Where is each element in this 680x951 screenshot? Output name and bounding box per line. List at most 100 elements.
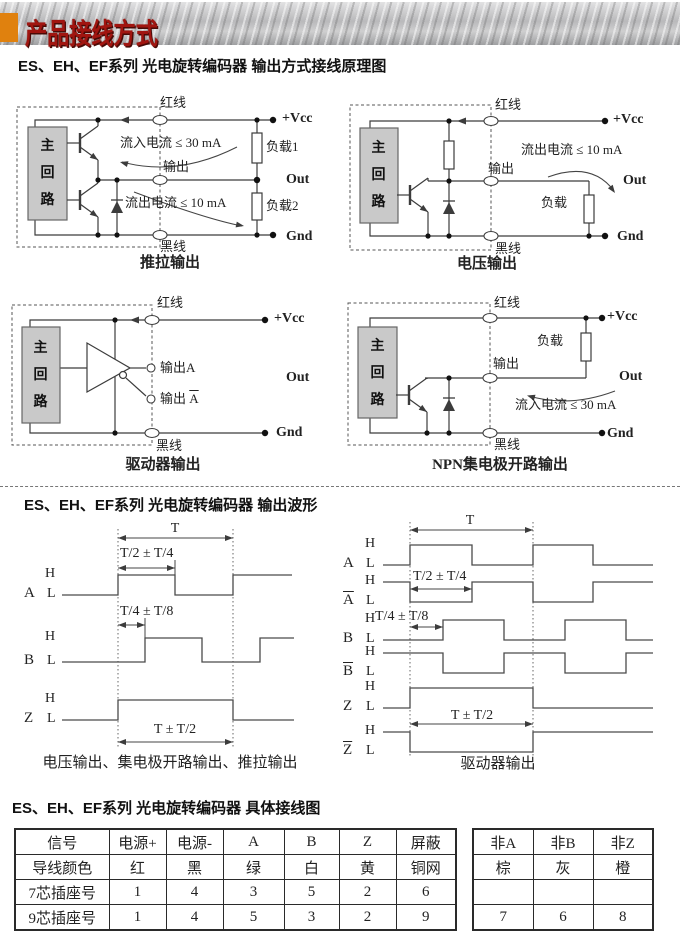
cell-7pin-empty-z [592, 879, 654, 905]
label-out: Out [623, 173, 647, 188]
label-out: Out [286, 172, 310, 187]
channel-a: A [343, 555, 354, 571]
label-main-circuit: 主回路 [40, 139, 55, 208]
cell-9pin-8: 8 [592, 904, 654, 931]
circuit-push-pull-drawing [16, 106, 277, 248]
cell-7pin-header: 7芯插座号 [14, 879, 110, 905]
label-main-circuit: 主回路 [33, 341, 48, 410]
channel-a-bar: A [343, 592, 354, 608]
channel-z: Z [24, 710, 34, 726]
cell-color-gray: 灰 [532, 854, 594, 880]
waveform-differential: T T/2 ± T/4 T/4 ± T/8 T ± T/2 H L A H L … [335, 512, 680, 774]
label-high: H [365, 611, 376, 626]
channel-z: Z [343, 698, 353, 714]
table-row-7pin: 7芯插座号 1 4 3 5 2 6 [14, 879, 457, 905]
banner-accent-block [0, 13, 18, 42]
page-banner: 产品接线方式 [0, 2, 680, 50]
table-row-7pin [472, 879, 654, 905]
label-gnd: Gnd [607, 426, 634, 441]
cell-color-header: 导线颜色 [14, 854, 110, 880]
label-black-wire: 黑线 [160, 239, 187, 254]
section-title-principle: ES、EH、EF系列 光电旋转编码器 输出方式接线原理图 [18, 58, 387, 75]
cell-7pin-empty-a [472, 879, 534, 905]
table-row-signal: 非A 非B 非Z [472, 828, 654, 855]
label-load2: 负载2 [266, 198, 299, 213]
channel-a: A [24, 585, 35, 601]
cell-power-plus: 电源+ [108, 828, 167, 855]
circuit-npn: 红线 +Vcc 负载 输出 Out 流入电流 ≤ 30 mA 黑线 Gnd 主回… [345, 295, 680, 495]
waveform-single-ended: T T/2 ± T/4 T/4 ± T/8 T ± T/2 H L A H L … [20, 515, 330, 775]
label-low: L [366, 556, 375, 571]
label-t-full: T ± T/2 [153, 722, 197, 737]
cell-7pin-5: 2 [338, 879, 397, 905]
cell-color-copper: 铜网 [395, 854, 457, 880]
label-high: H [365, 679, 376, 694]
label-output-a-bar-letter: A [189, 391, 199, 406]
cell-7pin-4: 5 [283, 879, 340, 905]
label-low: L [47, 711, 56, 726]
caption-waveform-right: 驱动器输出 [460, 756, 536, 772]
label-main-circuit: 主回路 [370, 339, 385, 408]
cell-color-red: 红 [108, 854, 167, 880]
section-title-wiring: ES、EH、EF系列 光电旋转编码器 具体接线图 [12, 800, 321, 817]
cell-not-b: 非B [532, 828, 594, 855]
table-row-9pin: 9芯插座号 1 4 5 3 2 9 [14, 904, 457, 931]
label-vcc: +Vcc [282, 111, 313, 126]
caption-push-pull: 推拉输出 [139, 255, 200, 271]
label-black-wire: 黑线 [495, 241, 522, 256]
label-red-wire: 红线 [157, 295, 184, 310]
label-output-a-bar: 输出 A [160, 391, 199, 406]
label-load: 负载 [541, 195, 568, 210]
cell-7pin-3: 3 [222, 879, 285, 905]
label-t-quarter: T/4 ± T/8 [375, 609, 429, 624]
label-red-wire: 红线 [495, 97, 522, 112]
label-current-in: 流入电流 ≤ 30 mA [515, 397, 617, 412]
cell-9pin-7: 7 [472, 904, 534, 931]
label-high: H [45, 629, 56, 644]
label-output: 输出 [163, 159, 190, 174]
channel-b: B [343, 630, 354, 646]
label-t-full: T ± T/2 [450, 708, 494, 723]
cell-9pin-5: 2 [338, 904, 397, 931]
circuit-driver: 红线 +Vcc 输出A 输出 A Out 黑线 Gnd 主回路 驱动器输出 [10, 295, 330, 495]
circuit-npn-drawing [347, 302, 616, 446]
label-high: H [365, 536, 376, 551]
label-low: L [366, 593, 375, 608]
label-t-quarter: T/4 ± T/8 [120, 604, 174, 619]
label-red-wire: 红线 [494, 295, 521, 310]
label-load: 负载 [537, 333, 564, 348]
label-output-a-bar-prefix: 输出 [160, 391, 190, 406]
table-row-wire-color: 棕 灰 橙 [472, 854, 654, 880]
label-load1: 负载1 [266, 139, 299, 154]
channel-z-bar: Z [343, 742, 353, 758]
label-high: H [365, 723, 376, 738]
caption-npn: NPN集电极开路输出 [432, 457, 568, 473]
label-black-wire: 黑线 [494, 437, 521, 452]
wiring-table-inverted: 非A 非B 非Z 棕 灰 橙 7 6 8 [472, 828, 654, 931]
circuit-push-pull: 红线 +Vcc 流入电流 ≤ 30 mA 输出 Out 负载1 流出电流 ≤ 1… [10, 95, 330, 295]
cell-color-brown: 棕 [472, 854, 534, 880]
label-gnd: Gnd [276, 425, 303, 440]
cell-7pin-1: 1 [108, 879, 167, 905]
caption-voltage: 电压输出 [456, 256, 517, 272]
cell-7pin-6: 6 [395, 879, 457, 905]
label-high: H [365, 573, 376, 588]
cell-9pin-6: 9 [395, 904, 457, 931]
label-high: H [45, 566, 56, 581]
cell-not-z: 非Z [592, 828, 654, 855]
section-divider [0, 486, 680, 487]
page-title: 产品接线方式 [25, 18, 158, 50]
table-row-wire-color: 导线颜色 红 黑 绿 白 黄 铜网 [14, 854, 457, 880]
cell-z: Z [338, 828, 397, 855]
caption-driver: 驱动器输出 [125, 457, 201, 473]
cell-signal-header: 信号 [14, 828, 110, 855]
label-out: Out [619, 369, 643, 384]
label-vcc: +Vcc [607, 309, 638, 324]
label-output: 输出 [488, 161, 515, 176]
cell-9pin-3: 5 [222, 904, 285, 931]
cell-power-minus: 电源- [165, 828, 224, 855]
section-title-waveform: ES、EH、EF系列 光电旋转编码器 输出波形 [24, 497, 318, 514]
waveform-single-ended-drawing [62, 529, 294, 747]
cell-color-green: 绿 [222, 854, 285, 880]
label-gnd: Gnd [286, 229, 313, 244]
